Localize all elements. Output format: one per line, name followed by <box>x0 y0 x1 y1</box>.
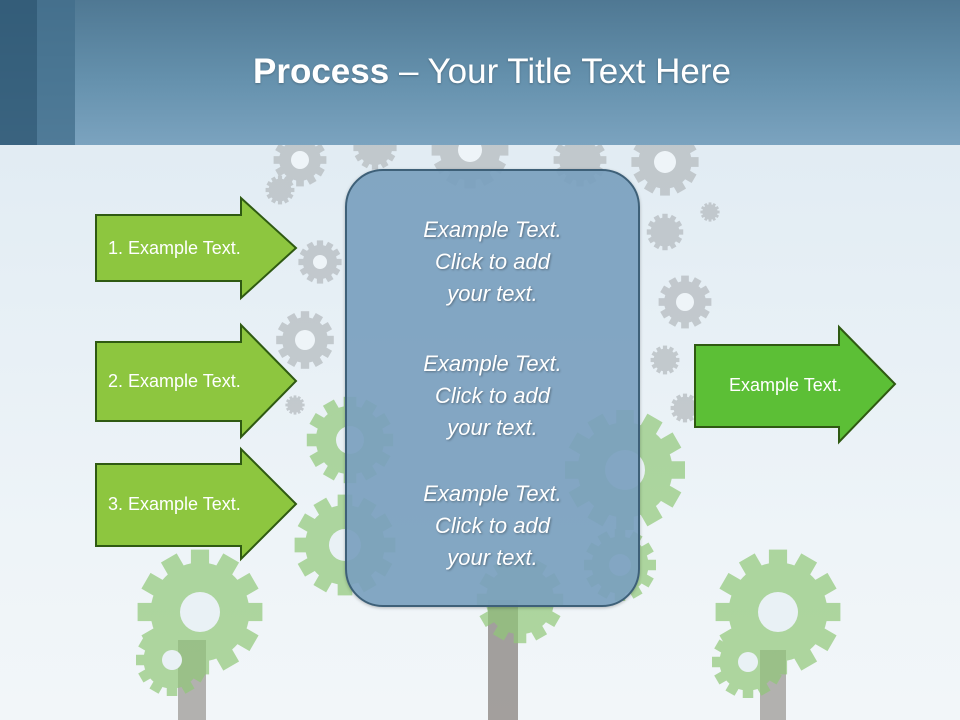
center-text-line: your text. <box>447 281 538 306</box>
gear-icon <box>646 213 684 251</box>
slide-title[interactable]: Process – Your Title Text Here <box>0 52 960 92</box>
arrow-shape <box>95 446 298 562</box>
title-bar: Process – Your Title Text Here <box>0 0 960 145</box>
title-bar-accent <box>0 0 37 145</box>
title-dash: – <box>389 52 428 91</box>
step-arrow-label: 1. Example Text. <box>108 238 241 258</box>
center-text-line: your text. <box>447 415 538 440</box>
center-text-block: Example Text. Click to add your text. <box>347 478 638 574</box>
arrow-shape <box>95 195 298 301</box>
step-arrow-1[interactable]: 1. Example Text. <box>95 195 298 301</box>
arrow-shape <box>95 322 298 440</box>
step-arrow-label: 3. Example Text. <box>108 494 241 514</box>
title-bold: Process <box>253 52 390 91</box>
step-arrow-2[interactable]: 2. Example Text. <box>95 322 298 440</box>
center-text-block: Example Text. Click to add your text. <box>347 214 638 310</box>
center-text-block: Example Text. Click to add your text. <box>347 348 638 444</box>
gear-icon <box>700 202 720 222</box>
result-arrow[interactable]: Example Text. <box>694 324 897 445</box>
center-text-box[interactable]: Example Text. Click to add your text. Ex… <box>345 169 640 607</box>
step-arrow-3[interactable]: 3. Example Text. <box>95 446 298 562</box>
center-text-line: Click to add <box>435 249 550 274</box>
result-arrow-label: Example Text. <box>729 374 842 395</box>
gear-icon <box>650 345 680 375</box>
title-bar-accent <box>37 0 75 145</box>
center-text-line: Example Text. <box>423 351 562 376</box>
center-text-line: Example Text. <box>423 217 562 242</box>
center-text-line: your text. <box>447 545 538 570</box>
step-arrow-label: 2. Example Text. <box>108 371 241 391</box>
center-text-line: Example Text. <box>423 481 562 506</box>
center-text-line: Click to add <box>435 513 550 538</box>
title-text: Your Title Text Here <box>427 52 732 91</box>
arrow-shape <box>694 324 897 445</box>
center-text-line: Click to add <box>435 383 550 408</box>
